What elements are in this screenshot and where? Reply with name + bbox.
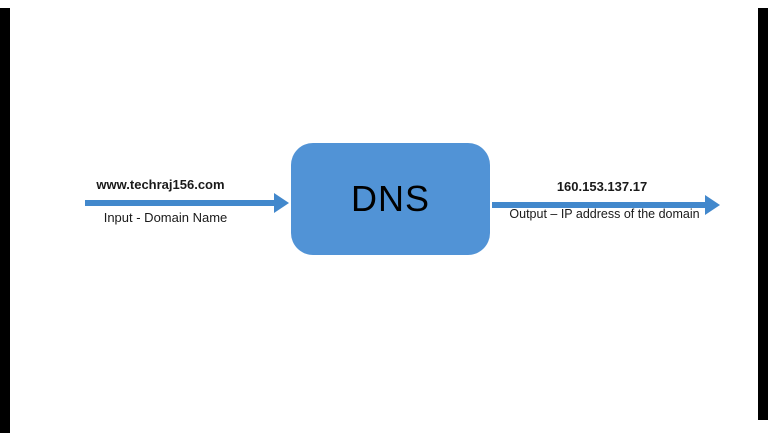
dns-node-label: DNS	[350, 178, 430, 219]
output-arrow-head-icon	[705, 195, 720, 215]
input-arrow-shaft	[85, 200, 275, 206]
input-caption: Input - Domain Name	[103, 210, 228, 225]
input-arrow-head-icon	[274, 193, 289, 213]
right-letterbox-bar	[758, 8, 768, 420]
dns-node: DNS	[291, 143, 490, 255]
output-caption: Output – IP address of the domain	[509, 207, 700, 221]
input-domain-label: www.techraj156.com	[96, 177, 225, 192]
output-ip-label: 160.153.137.17	[556, 179, 648, 194]
output-arrow-shaft	[492, 202, 706, 208]
left-letterbox-bar	[0, 8, 10, 433]
